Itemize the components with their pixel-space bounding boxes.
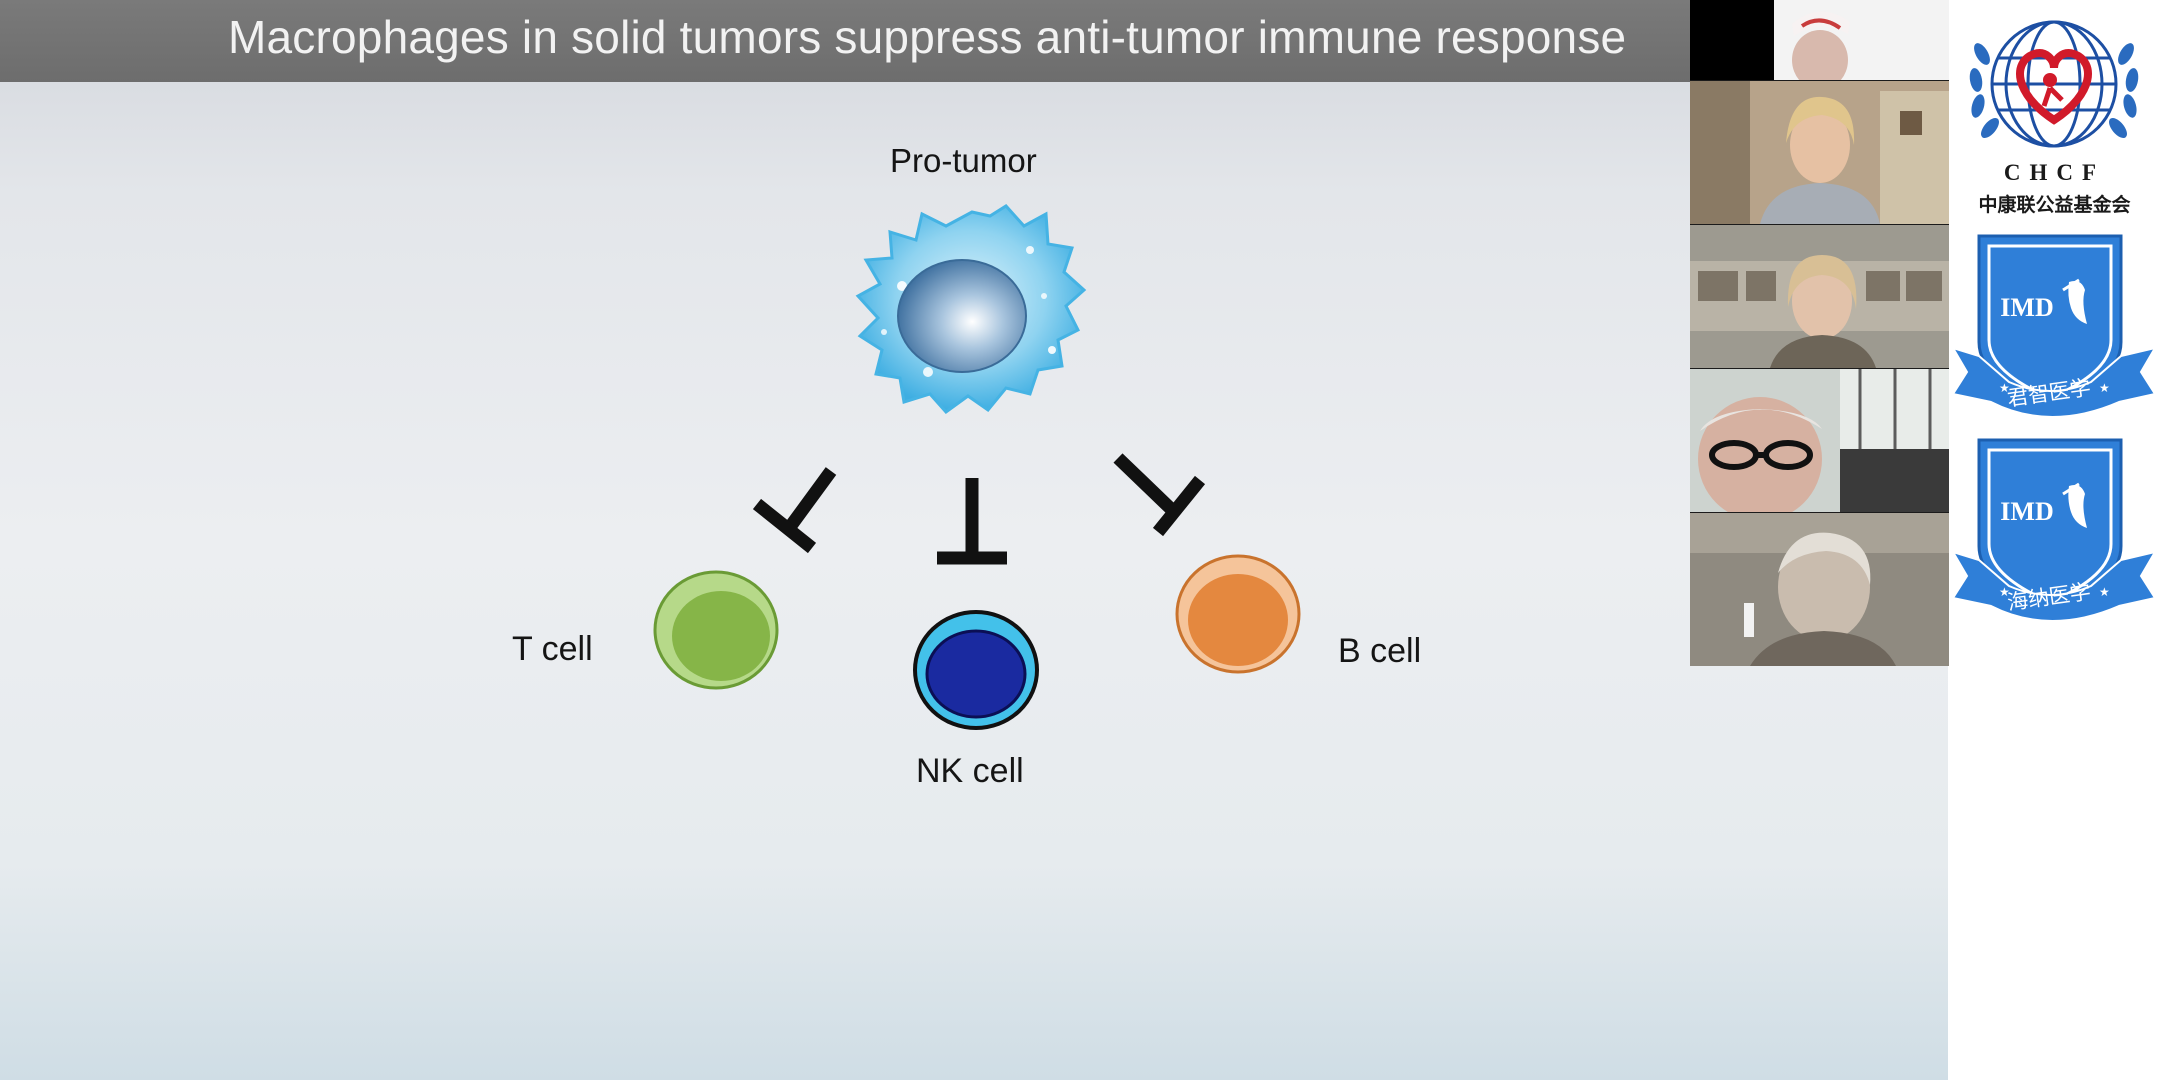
nk-cell — [913, 610, 1039, 730]
macrophage-nucleus — [897, 259, 1027, 373]
macrophage-label: Pro-tumor — [890, 142, 1037, 179]
svg-text:★: ★ — [2099, 585, 2110, 599]
slide-title-bar: Macrophages in solid tumors suppress ant… — [0, 0, 1948, 82]
imd-badge-logo-2: IMD ★ ★ 海纳医学 — [1950, 438, 2158, 622]
participant-tile-5[interactable] — [1690, 513, 1949, 666]
participant-tile-2[interactable] — [1690, 81, 1949, 224]
slide-title: Macrophages in solid tumors suppress ant… — [228, 11, 1627, 63]
t-cell-label: T cell — [512, 630, 593, 668]
imd-badge-logo-1: IMD ★ ★ 君智医学 — [1950, 234, 2158, 418]
imd-badge-2-text: IMD — [2000, 497, 2053, 526]
svg-text:★: ★ — [2099, 381, 2110, 395]
b-cell — [1175, 554, 1301, 674]
nk-cell-label: NK cell — [916, 752, 1024, 790]
inhibition-arrow-t-cell — [752, 467, 837, 554]
imd-badge-1-text: IMD — [2000, 293, 2053, 322]
chcf-globe-logo — [1969, 20, 2139, 148]
inhibition-arrow-b-cell — [1113, 453, 1206, 537]
svg-text:★: ★ — [1999, 585, 2010, 599]
participant-tile-4[interactable] — [1690, 369, 1949, 512]
chcf-chinese-name: 中康联公益基金会 — [1978, 194, 2131, 216]
participant-tile-1[interactable] — [1690, 0, 1949, 80]
macrophage-cell — [855, 204, 1087, 415]
chcf-english-name: CHCF — [2003, 160, 2106, 185]
svg-text:★: ★ — [1999, 381, 2010, 395]
inhibition-arrow-nk-cell — [937, 478, 1007, 565]
participant-tile-3[interactable] — [1690, 225, 1949, 368]
sponsor-logos-sidebar: CHCF 中康联公益基金会 IMD ★ ★ 君智医学 IMD ★ ★ 海纳医学 — [1949, 0, 2160, 1080]
video-participant-panel — [1690, 0, 1949, 666]
t-cell — [653, 570, 779, 690]
immune-suppression-diagram — [653, 204, 1301, 730]
b-cell-label: B cell — [1338, 632, 1422, 670]
presentation-slide: Macrophages in solid tumors suppress ant… — [0, 0, 1948, 1080]
